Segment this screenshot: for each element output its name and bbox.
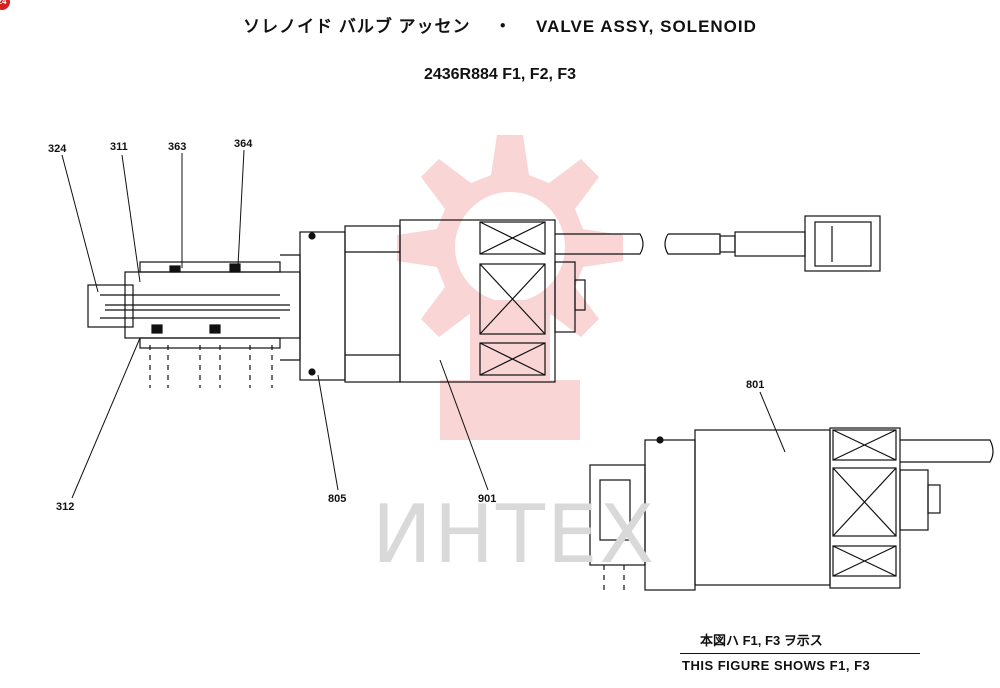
- figure-note-english: THIS FIGURE SHOWS F1, F3: [682, 658, 871, 673]
- callout-801: 801: [746, 379, 764, 391]
- title-english: VALVE ASSY, SOLENOID: [536, 17, 757, 36]
- callout-805: 805: [328, 493, 346, 505]
- note-underline: [680, 653, 920, 654]
- part-number: 2436R884 F1, F2, F3: [423, 66, 577, 83]
- title-separator: ・: [494, 17, 513, 36]
- callout-312: 312: [56, 501, 74, 513]
- figure-note-japanese: 本図ハ F1, F3 ヲ示ス: [700, 633, 823, 648]
- valve-body: [87, 254, 301, 361]
- title-japanese: ソレノイド バルブ アッセン: [243, 17, 471, 36]
- inset-view-801: [589, 427, 994, 592]
- leader-lines: [61, 149, 786, 499]
- port-dash-lines: [149, 345, 273, 388]
- drawing-title: ソレノイド バルブ アッセン ・ VALVE ASSY, SOLENOID: [0, 12, 1000, 37]
- watermark-gear-logo: [397, 135, 623, 440]
- callout-311: 311: [110, 141, 128, 153]
- callout-324: 324: [48, 143, 67, 155]
- callout-364: 364: [234, 138, 253, 150]
- callout-363: 363: [168, 141, 186, 153]
- solenoid-coil-assembly: [299, 219, 586, 383]
- watermark-text: ИНТЕХ: [372, 488, 657, 581]
- page-badge: 24: [0, 0, 10, 10]
- lead-wire-and-connector: [555, 215, 881, 272]
- callout-901: 901: [478, 493, 496, 505]
